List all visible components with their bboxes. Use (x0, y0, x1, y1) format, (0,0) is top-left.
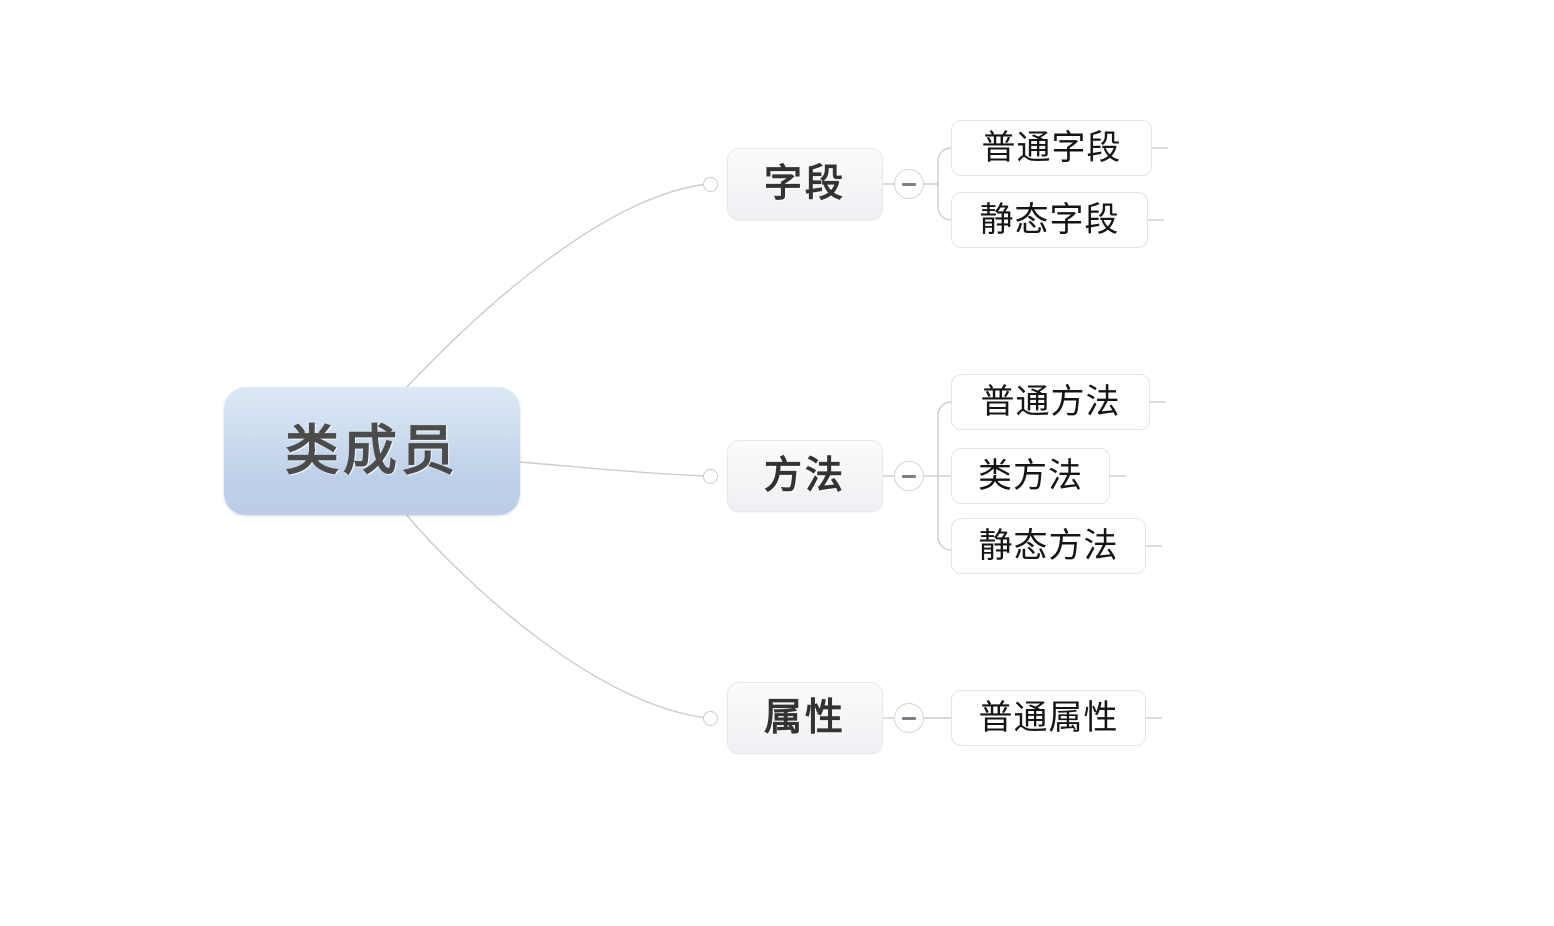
branch-node-property[interactable]: 属性 (727, 682, 883, 754)
wire-root-to-property (403, 511, 709, 719)
minus-icon (902, 474, 916, 478)
leaf-node-static-method-label: 静态方法 (978, 527, 1119, 565)
collapse-toggle-property[interactable] (894, 703, 924, 733)
root-node-label: 类成员 (285, 421, 459, 481)
collapse-toggle-method[interactable] (894, 461, 924, 491)
leaf-node-class-method-label: 类方法 (978, 457, 1083, 495)
port-circle-field (703, 177, 718, 192)
collapse-toggle-field[interactable] (894, 169, 924, 199)
leaf-node-ordinary-property[interactable]: 普通属性 (951, 690, 1146, 746)
leaf-node-ordinary-field-label: 普通字段 (981, 129, 1122, 167)
bracket-field (937, 147, 952, 221)
leaf-node-class-method[interactable]: 类方法 (951, 448, 1110, 504)
minus-icon (902, 716, 916, 720)
branch-node-field-label: 字段 (763, 163, 846, 205)
leaf-node-static-field[interactable]: 静态字段 (951, 192, 1148, 248)
leaf-node-ordinary-property-label: 普通属性 (978, 699, 1119, 737)
wire-root-to-field (403, 183, 709, 391)
leaf-node-static-method[interactable]: 静态方法 (951, 518, 1146, 574)
leaf-node-ordinary-method[interactable]: 普通方法 (951, 374, 1150, 430)
port-circle-property (703, 711, 718, 726)
bracket-method (937, 401, 952, 551)
wire-root-to-method (519, 461, 709, 477)
branch-node-method[interactable]: 方法 (727, 440, 883, 512)
branch-node-field[interactable]: 字段 (727, 148, 883, 220)
root-node[interactable]: 类成员 (224, 387, 520, 515)
branch-node-property-label: 属性 (763, 697, 846, 739)
port-circle-method (703, 469, 718, 484)
leaf-node-static-field-label: 静态字段 (979, 201, 1120, 239)
leaf-node-ordinary-method-label: 普通方法 (980, 383, 1121, 421)
branch-node-method-label: 方法 (763, 455, 846, 497)
minus-icon (902, 182, 916, 186)
leaf-node-ordinary-field[interactable]: 普通字段 (951, 120, 1152, 176)
